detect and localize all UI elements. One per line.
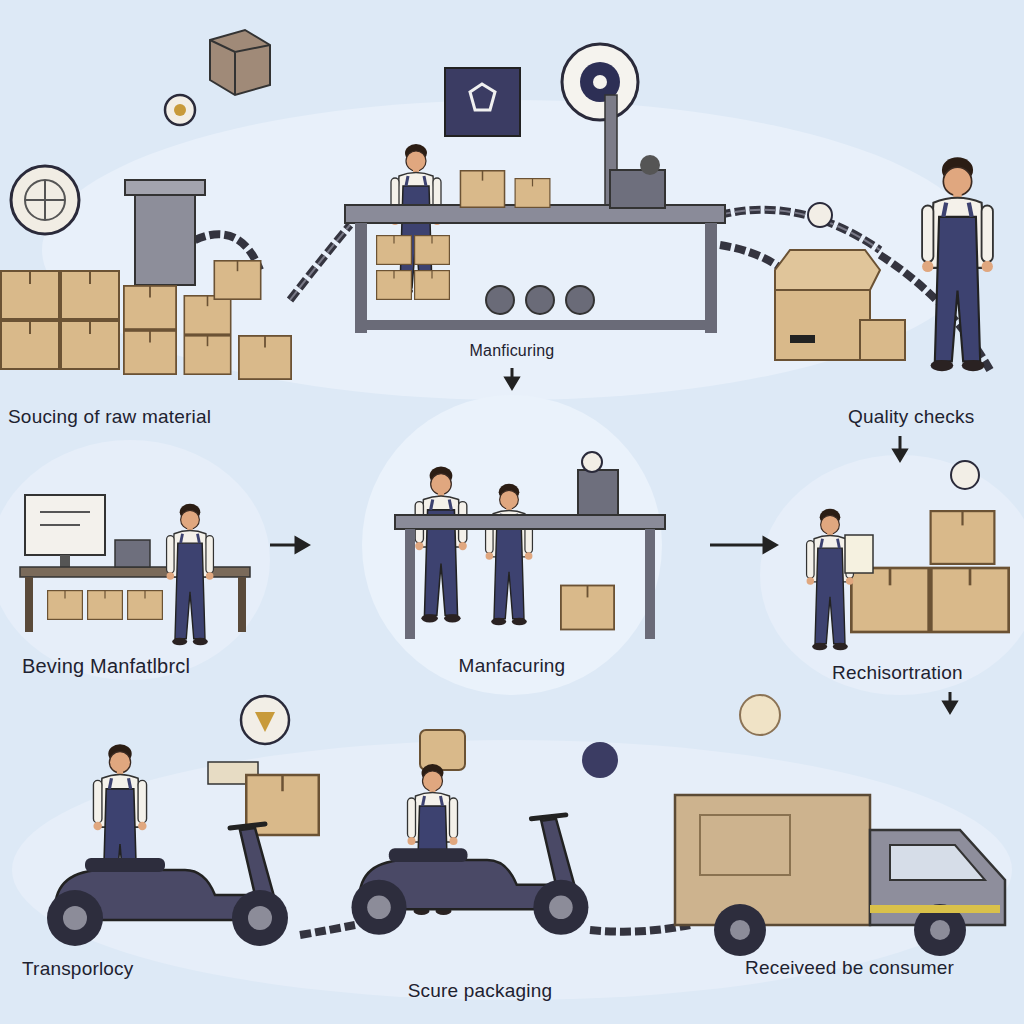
step-caption: Manficuring <box>470 342 555 360</box>
chains <box>195 210 990 935</box>
quality-station-top <box>775 157 993 371</box>
step-caption: Rechisortration <box>832 662 963 684</box>
top-workbench <box>345 95 725 333</box>
middle-right-check <box>807 461 1009 650</box>
background-halos <box>0 100 1024 1000</box>
step-caption: Quality checks <box>848 406 974 428</box>
step-caption: Manfacuring <box>459 655 566 677</box>
step-caption: Beving Manfatlbrcl <box>22 655 190 678</box>
middle-left-desk <box>20 495 250 645</box>
step-caption: Soucing of raw material <box>8 406 211 428</box>
middle-workbench <box>395 452 665 639</box>
step-caption: Receiveed be consumer <box>745 957 954 979</box>
raw-material-stack <box>1 180 291 379</box>
step-caption: Scure packaging <box>408 980 553 1002</box>
delivery-vehicles <box>47 695 1005 956</box>
top-icons <box>11 30 638 234</box>
step-caption: Transporlocy <box>22 958 134 980</box>
